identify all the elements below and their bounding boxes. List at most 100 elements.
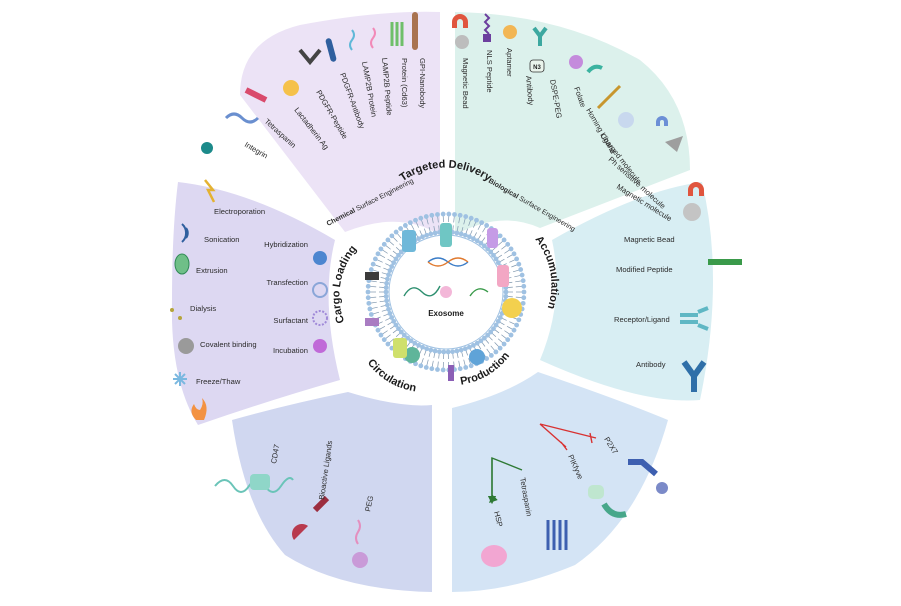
extrusion-icon <box>175 254 189 274</box>
exosome-label: Exosome <box>428 309 464 318</box>
membrane-protein-left <box>365 272 379 280</box>
lipid-head <box>429 366 434 371</box>
lipid-head <box>384 285 389 290</box>
cargo-right-item-label-0: Hybridization <box>264 240 308 249</box>
freeze-thaw-icon <box>173 372 187 386</box>
peg-cluster-icon <box>352 552 368 568</box>
protein-cd63-icon <box>392 22 402 46</box>
gold-nanoparticle-cluster-icon <box>502 298 522 318</box>
biological-item-label-0: Magnetic Bead <box>461 58 470 109</box>
lipid-head <box>366 290 371 295</box>
lipid-head <box>459 232 464 237</box>
cargo-left-item-label-4: Covalent binding <box>200 340 257 349</box>
lipid-head <box>418 216 423 221</box>
lipid-head <box>516 317 521 322</box>
lipid-head <box>498 346 503 351</box>
lipid-head <box>369 312 374 317</box>
membrane-protein-top <box>440 223 452 247</box>
lipid-head <box>376 251 381 256</box>
accumulation-item-label-3: Antibody <box>636 360 666 369</box>
cargo-left-item-label-0: Electroporation <box>214 207 265 216</box>
lipid-head <box>408 220 413 225</box>
lipid-head <box>441 350 446 355</box>
lipid-head <box>509 333 514 338</box>
lipid-head <box>382 337 387 342</box>
lipid-head <box>388 311 393 316</box>
lipid-head <box>512 251 517 256</box>
ph-molecule-icon <box>618 112 634 128</box>
lipid-head <box>512 328 517 333</box>
lipid-head <box>389 233 394 238</box>
cargo-right-item-label-3: Incubation <box>273 346 308 355</box>
lipid-head <box>433 231 438 236</box>
lipid-head <box>463 233 468 238</box>
magnetic-bead-icon-2 <box>683 203 701 221</box>
lipid-head <box>429 213 434 218</box>
integrin-icon <box>226 114 258 122</box>
lipid-head <box>394 230 399 235</box>
covalent-binding-icon <box>178 338 194 354</box>
lipid-head <box>520 273 525 278</box>
lipid-head <box>428 348 433 353</box>
lipid-head <box>509 247 514 252</box>
lipid-head <box>521 278 526 283</box>
n3-tag-label: N3 <box>533 65 541 71</box>
protein-blob-icon <box>440 286 452 298</box>
lipid-head <box>514 256 519 261</box>
lipid-head <box>446 212 451 217</box>
lipid-head <box>467 345 472 350</box>
lipid-head <box>433 349 438 354</box>
cargo-right-item-label-1: Transfection <box>266 278 308 287</box>
hybridization-icon <box>313 251 327 265</box>
incubation-icon <box>313 339 327 353</box>
ring-label-cargo-loading: Cargo Loading <box>330 243 359 325</box>
lipid-head <box>521 295 526 300</box>
lipid-head <box>459 348 464 353</box>
lipid-head <box>505 337 510 342</box>
pikfyve-icon <box>588 485 604 499</box>
cargo-right-item-label-2: Surfactant <box>273 316 309 325</box>
lipid-head <box>450 349 455 354</box>
lipid-head <box>522 290 527 295</box>
blue-sphere-icon <box>469 349 485 365</box>
lipid-head <box>424 346 429 351</box>
lipid-head <box>518 267 523 272</box>
lipid-head <box>521 284 526 289</box>
lipid-head <box>463 346 468 351</box>
dialysis-icon-2 <box>178 316 182 320</box>
membrane-protein-bottom <box>448 365 454 381</box>
hsp-icon <box>481 545 507 567</box>
lipid-head <box>446 350 451 355</box>
lipid-head <box>514 323 519 328</box>
magnetic-bead-icon <box>455 35 469 49</box>
lipid-head <box>385 277 390 282</box>
lipid-head <box>386 238 391 243</box>
lipid-head <box>376 328 381 333</box>
lipid-head <box>458 366 463 371</box>
integrin-head-icon <box>201 142 213 154</box>
accumulation-item-label-2: Receptor/Ligand <box>614 315 670 324</box>
lipid-head <box>385 303 390 308</box>
chemical-item-label-8: Integrin <box>243 140 269 160</box>
lipid-head <box>435 212 440 217</box>
lipid-head <box>435 367 440 372</box>
lipid-head <box>373 256 378 261</box>
cargo-left-item-label-2: Extrusion <box>196 266 228 275</box>
lipid-head <box>371 262 376 267</box>
chemical-item-label-0: GPI-Nanobody <box>418 58 427 108</box>
lipid-head <box>386 307 391 312</box>
lipid-head <box>516 262 521 267</box>
lipid-head <box>454 231 459 236</box>
lipid-head <box>366 301 371 306</box>
gpi-nanobody-icon <box>412 12 418 50</box>
lipid-head <box>420 234 425 239</box>
accumulation-item-label-0: Magnetic Bead <box>624 235 675 244</box>
folate-icon <box>569 55 583 69</box>
lipid-head <box>367 307 372 312</box>
lipid-head <box>458 213 463 218</box>
cd47-cylinders-icon <box>250 474 270 490</box>
chemical-item-label-1: Protein (Cd63) <box>400 58 409 108</box>
lipid-head <box>484 223 489 228</box>
